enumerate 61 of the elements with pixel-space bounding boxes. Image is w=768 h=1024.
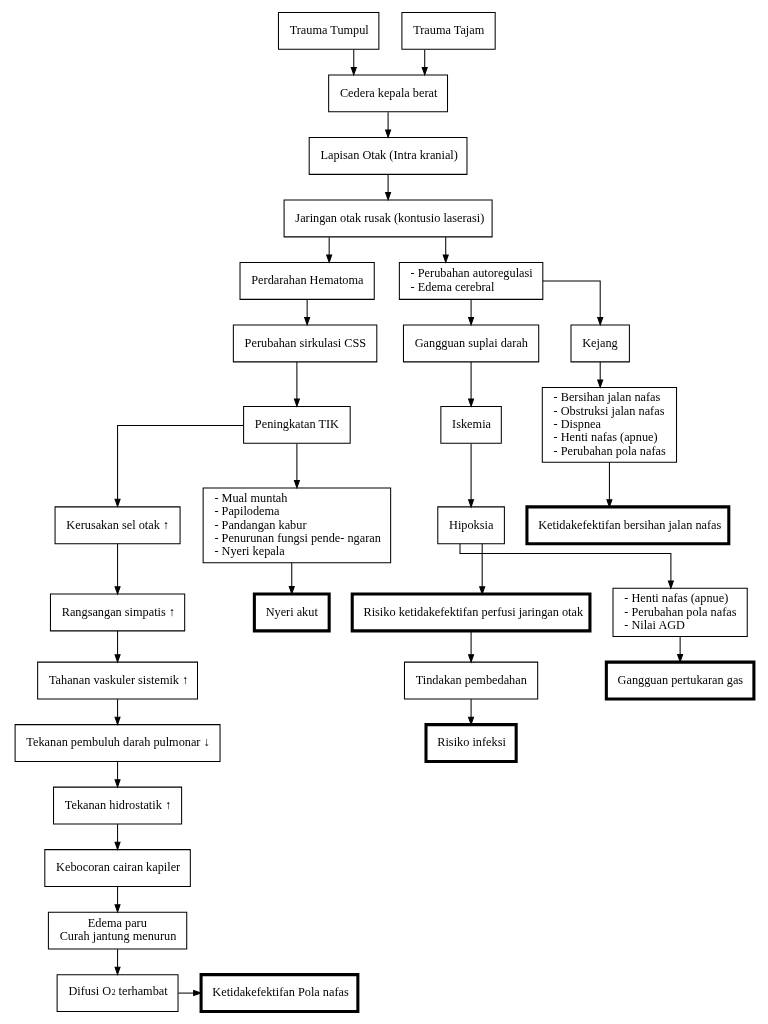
arrow xyxy=(288,562,295,596)
node-box: Perdarahan Hematoma xyxy=(239,262,375,300)
arrow xyxy=(541,280,603,327)
node-box: Perubahan sirkulasi CSS xyxy=(232,324,377,363)
arrow xyxy=(676,636,683,664)
arrow xyxy=(384,111,391,139)
node-box: - Bersihan jalan nafas - Obstruksi jalan nafas - Dispnea - Henti nafas (apnue) - Perubahan pola nafas xyxy=(541,387,677,463)
arrow xyxy=(113,823,121,851)
node-box: - Mual muntah - Papilodema - Pandangan kabur - Penurunan fungsi pende- ngaran - Nyeri kepala xyxy=(202,487,391,564)
arrow xyxy=(421,49,428,77)
node-box: Rangsangan simpatis ↑ xyxy=(49,593,185,632)
node-box: Peningkatan TIK xyxy=(242,405,351,444)
node-box: Lapisan Otak (Intra kranial) xyxy=(308,136,467,175)
node-box: Trauma Tumpul xyxy=(277,11,379,50)
arrow xyxy=(350,49,357,77)
node-box: Tahanan vaskuler sistemik ↑ xyxy=(36,661,198,700)
arrow xyxy=(596,361,603,389)
node-box: Edema paru Curah jantung menurun xyxy=(47,911,187,950)
arrow xyxy=(459,543,674,590)
arrow xyxy=(293,443,300,490)
arrow xyxy=(467,630,474,664)
node-box: Kejang xyxy=(570,324,630,363)
arrow xyxy=(478,543,485,596)
arrow xyxy=(113,886,121,914)
node-box: Ketidakefektifan bersihan jalan nafas xyxy=(524,505,730,546)
node-box: Tindakan pembedahan xyxy=(403,661,538,700)
arrow xyxy=(384,174,391,202)
node-box: Kerusakan sel otak ↑ xyxy=(54,506,181,545)
node-box: Gangguan suplai darah xyxy=(402,324,539,363)
arrow xyxy=(113,698,121,726)
node-box: Difusi O2 terhambat xyxy=(56,974,179,1013)
arrow xyxy=(113,948,121,976)
node-box: - Henti nafas (apnue) - Perubahan pola nafas - Nilai AGD xyxy=(612,587,748,637)
node-box: Risiko ketidakefektifan perfusi jaringan otak xyxy=(350,592,591,633)
node-box: Ketidakefektifan Pola nafas xyxy=(199,973,359,1014)
arrow xyxy=(442,236,449,264)
node-box: Nyeri akut xyxy=(252,592,331,633)
arrow xyxy=(325,236,332,264)
node-box: Tekanan pembuluh darah pulmonar ↓ xyxy=(14,724,221,762)
node-box: Hipoksia xyxy=(436,506,505,545)
node-box: Kebocoran cairan kapiler xyxy=(43,849,191,888)
arrow xyxy=(293,361,300,408)
node-box: Cedera kepala berat xyxy=(327,74,448,113)
arrow xyxy=(113,424,244,509)
arrow xyxy=(467,299,474,327)
arrow xyxy=(113,630,121,664)
arrow xyxy=(303,299,310,327)
node-box: - Perubahan autoregulasi - Edema cerebral xyxy=(398,262,543,300)
node-box: Gangguan pertukaran gas xyxy=(604,660,755,701)
arrow xyxy=(605,462,613,509)
arrow xyxy=(113,761,121,789)
node-box: Tekanan hidrostatik ↑ xyxy=(52,786,182,825)
arrow xyxy=(467,443,474,509)
node-box: Trauma Tajam xyxy=(400,11,496,50)
node-box: Jaringan otak rusak (kontusio laserasi) xyxy=(283,199,493,238)
arrow xyxy=(467,361,474,408)
arrow xyxy=(467,698,474,726)
arrow xyxy=(177,989,202,997)
node-box: Risiko infeksi xyxy=(423,723,518,764)
arrow xyxy=(113,543,121,596)
node-box: Iskemia xyxy=(439,405,502,444)
